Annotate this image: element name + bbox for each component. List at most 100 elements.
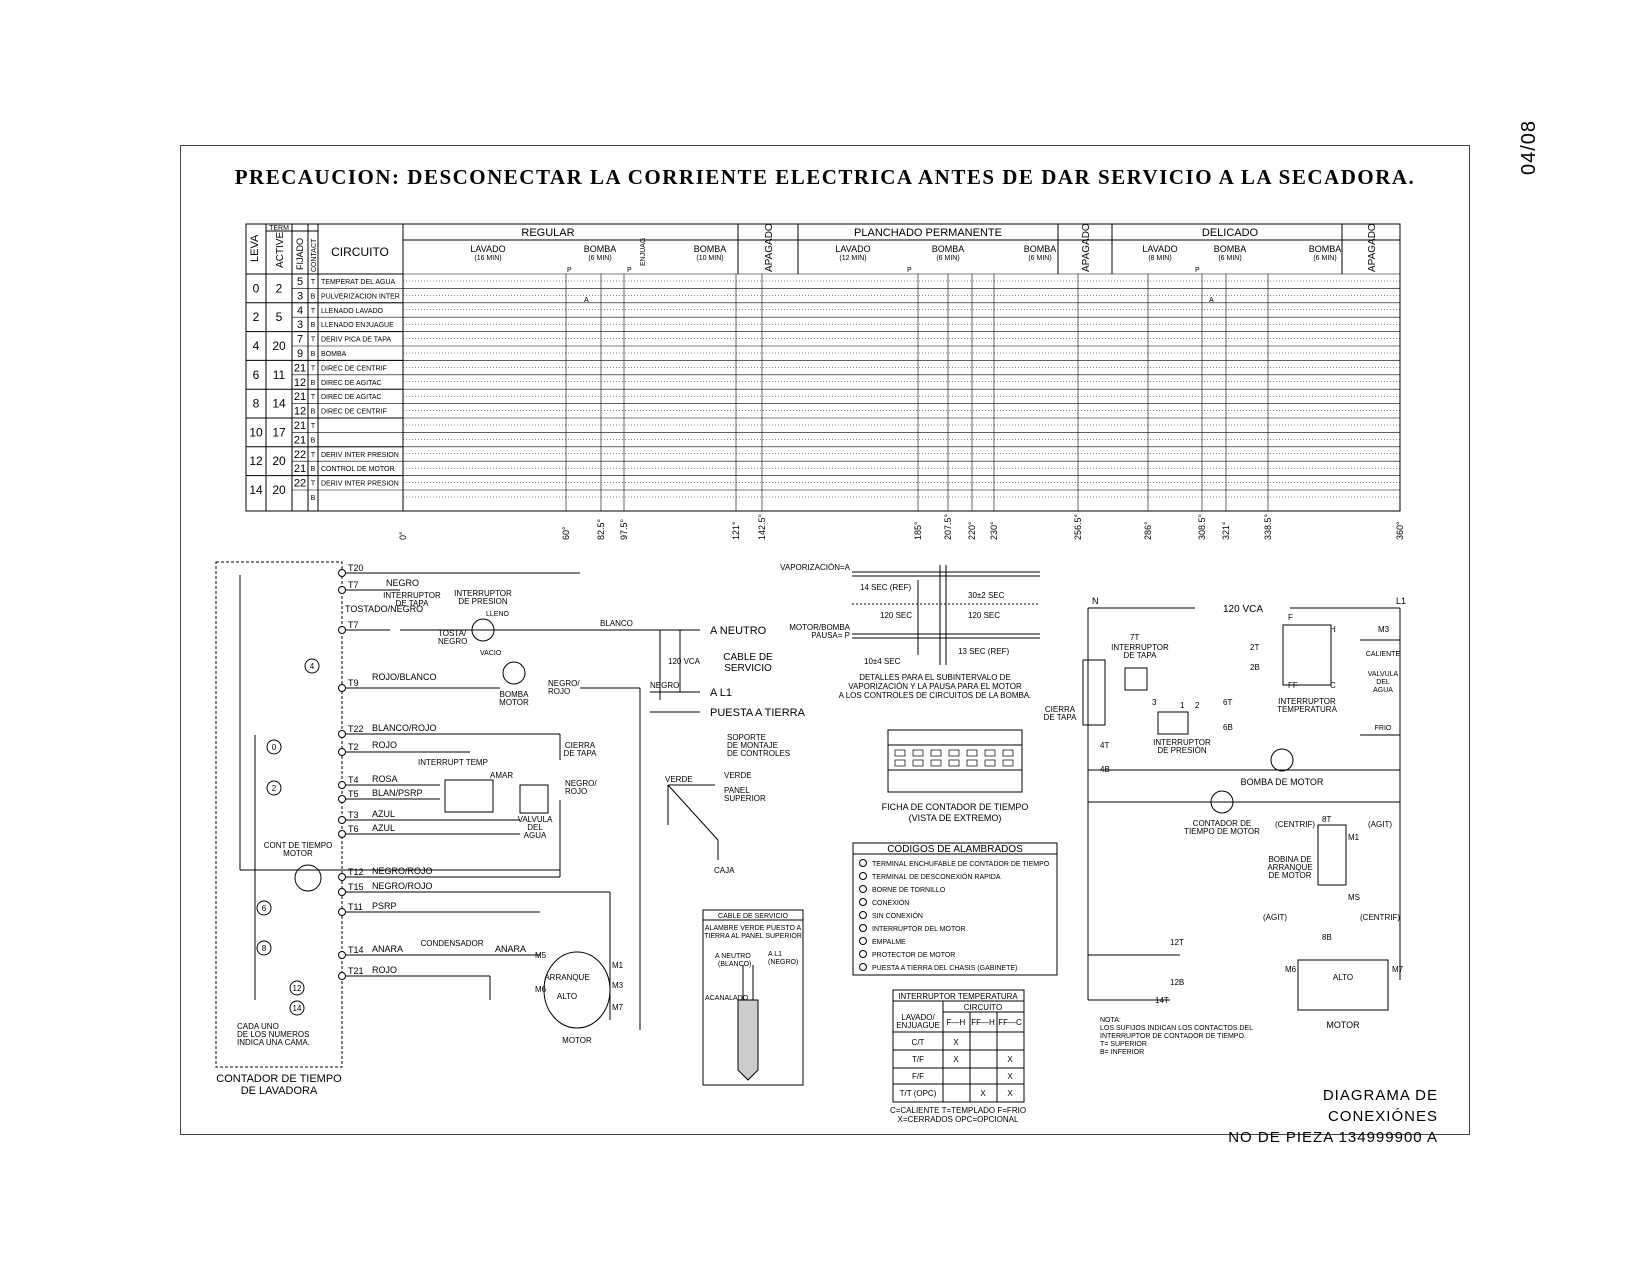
code-symbol	[859, 963, 867, 971]
temp-cell: X	[1007, 1055, 1013, 1064]
ladder-node-label: M7	[1392, 965, 1404, 974]
terminal-label: T11	[348, 902, 363, 912]
plug-pin	[1002, 759, 1014, 767]
contact-fijado: 3	[297, 319, 303, 331]
motor-terminal: M3	[612, 981, 624, 990]
wire-blan-psrp: BLAN/PSRP	[372, 788, 423, 798]
sub-enjuag-label: ENJUAG	[640, 238, 647, 266]
terminal-label: T12	[348, 867, 364, 877]
pressure-switch-label-1: INTERRUPTOR	[454, 589, 512, 598]
motor-terminal: M6	[535, 985, 547, 994]
drawing-title: DIAGRAMA DE CONEXIÓNES NO DE PIEZA 13499…	[1218, 1085, 1438, 1148]
contact-tb: B	[311, 466, 316, 473]
wire-anara-2: ANARA	[495, 944, 526, 954]
contact-fijado: 12	[294, 406, 306, 418]
code-symbol	[859, 911, 867, 919]
timing-note-2: VAPORIZACIÓN Y LA PAUSA PARA EL MOTOR	[848, 682, 1022, 691]
ground-verde-2: VERDE	[724, 771, 752, 780]
terminal-label: T3	[348, 810, 359, 820]
terminal-label: T21	[348, 966, 364, 976]
ladder-node-label: 6T	[1223, 698, 1232, 707]
ladder-lid-switch-1: INTERRUPTOR	[1111, 643, 1169, 652]
ladder-node-label: FF	[1288, 681, 1298, 690]
timer-box	[215, 561, 343, 1068]
ladder-lid-lock-1: CIERRA	[1045, 705, 1076, 714]
timer-motor-symbol	[294, 864, 322, 892]
wire-rojo-2: ROJO	[372, 965, 397, 975]
code-symbol	[859, 937, 867, 945]
ladder-lid-switch-2: DE TAPA	[1124, 651, 1158, 660]
drawing-part-number: NO DE PIEZA 134999900 A	[1228, 1129, 1438, 1146]
interrupt-temp-label: INTERRUPT TEMP	[418, 758, 488, 767]
ladder-node-label: 3	[1152, 698, 1157, 707]
motor-terminal: M1	[612, 961, 624, 970]
temp-legend-2: X=CERRADOS OPC=OPCIONAL	[898, 1115, 1019, 1124]
drawing-title-line1: DIAGRAMA DE CONEXIÓNES	[1322, 1087, 1438, 1125]
degree-label: 0°	[398, 531, 408, 540]
ladder-centrif-top: (CENTRIF)	[1275, 820, 1315, 829]
contact-tb: T	[311, 394, 316, 401]
timing-13sec: 13 SEC (REF)	[958, 647, 1009, 656]
plug-pin	[894, 759, 906, 767]
contact-fijado: 3	[297, 290, 303, 302]
top-panel-2: SUPERIOR	[724, 794, 766, 803]
ground-verde-1: VERDE	[665, 775, 693, 784]
timer-terminal	[338, 951, 346, 959]
temp-row-label: C/T	[912, 1038, 925, 1047]
cam-number: 4	[310, 662, 315, 671]
cam-note-1: CADA UNO	[237, 1022, 279, 1031]
row-leva: 8	[253, 397, 260, 411]
contact-tb: B	[311, 409, 316, 416]
header-circuito: CIRCUITO	[331, 245, 389, 259]
contact-tb: B	[311, 293, 316, 300]
ground-box: CAJA	[714, 866, 735, 875]
sub-lavado8-label: LAVADO	[1142, 244, 1177, 254]
contact-circuit: DIREC DE CENTRIF	[321, 409, 387, 416]
code-item: CONEXIÓN	[872, 898, 909, 907]
lid-lock-label-1: CIERRA	[565, 741, 596, 750]
spray-marker-1: A	[584, 297, 589, 304]
contact-fijado: 9	[297, 348, 303, 360]
plug-pin	[948, 759, 960, 767]
service-cable-label-2: SERVICIO	[724, 663, 772, 674]
sub-lavado12-label: LAVADO	[835, 244, 870, 254]
negro-rojo-pump-2: ROJO	[548, 687, 570, 696]
contact-circuit: LLENADO LAVADO	[321, 308, 384, 315]
timer-chart-bars	[403, 280, 1400, 498]
water-valve-symbol	[519, 784, 549, 814]
lid-switch-label-2: DE TAPA	[396, 599, 430, 608]
motor-high-label: ALTO	[557, 992, 577, 1001]
temp-col-header: FF—C	[998, 1018, 1022, 1027]
degree-label: 321°	[1221, 521, 1231, 540]
cam-marker	[266, 739, 282, 755]
row-active: 5	[276, 310, 283, 324]
plug-pin	[912, 749, 924, 757]
motor-body	[543, 951, 611, 1029]
cam-note-2: DE LOS NUMEROS	[237, 1030, 309, 1039]
negro-rojo-pump-1: NEGRO/	[548, 679, 580, 688]
cam-note-3: INDICA UNA CAMA.	[237, 1038, 310, 1047]
code-symbol	[859, 950, 867, 958]
timer-terminal	[338, 684, 346, 692]
timing-120sec-b: 120 SEC	[968, 611, 1000, 620]
terminal-label: T5	[348, 789, 359, 799]
plug-pin	[912, 759, 924, 767]
row-active: 2	[276, 281, 283, 295]
pause-marker-3: P	[907, 267, 912, 274]
ladder-alto: ALTO	[1333, 973, 1353, 982]
contact-tb: B	[311, 322, 316, 329]
motor-label: MOTOR	[562, 1036, 592, 1045]
temp-legend-1: C=CALIENTE T=TEMPLADO F=FRIO	[890, 1106, 1026, 1115]
timing-note-3: A LOS CONTROLES DE CIRCUITOS DE LA BOMBA…	[839, 691, 1032, 700]
contact-fijado: 21	[294, 420, 306, 432]
sub-bomba6-label: BOMBA	[584, 244, 617, 254]
timer-motor-label-2: MOTOR	[283, 849, 313, 858]
sub-bomba10-time: (10 MIN)	[696, 255, 723, 262]
left-schematic	[215, 561, 719, 1068]
row-active: 17	[272, 425, 286, 439]
ladder-node-label: 4T	[1100, 741, 1109, 750]
contact-tb: T	[311, 452, 316, 459]
ladder-node-label: C	[1330, 681, 1336, 690]
sub-bomba6c-label: BOMBA	[1024, 244, 1057, 254]
